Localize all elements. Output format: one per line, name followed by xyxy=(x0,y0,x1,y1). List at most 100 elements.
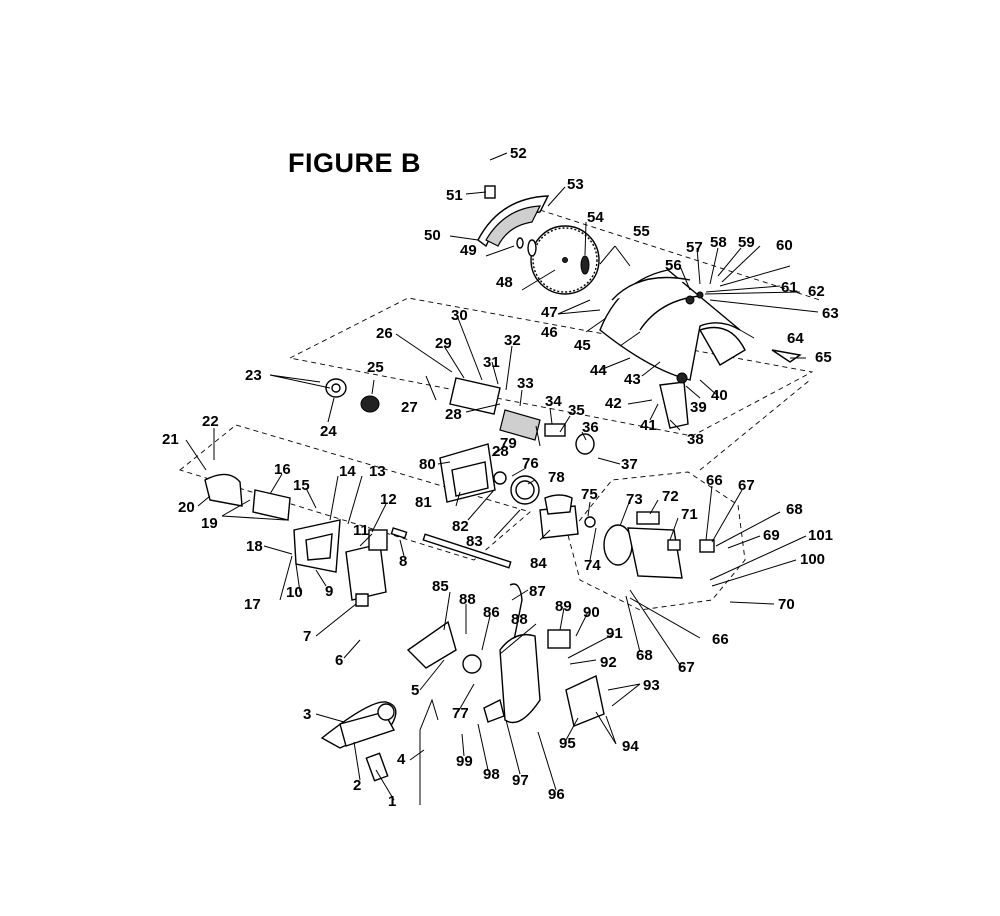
callout-66: 66 xyxy=(706,472,723,489)
callout-25: 25 xyxy=(367,359,384,376)
callout-60: 60 xyxy=(776,237,793,254)
callout-76: 76 xyxy=(522,455,539,472)
callout-54: 54 xyxy=(587,209,604,226)
callout-13: 13 xyxy=(369,463,386,480)
callout-50: 50 xyxy=(424,227,441,244)
callout-97: 97 xyxy=(512,772,529,789)
callout-48: 48 xyxy=(496,274,513,291)
callout-90: 90 xyxy=(583,604,600,621)
callout-64: 64 xyxy=(787,330,804,347)
callout-31: 31 xyxy=(483,354,500,371)
callout-20: 20 xyxy=(178,499,195,516)
callout-43: 43 xyxy=(624,371,641,388)
callout-2: 2 xyxy=(353,777,361,794)
callout-94: 94 xyxy=(622,738,639,755)
saw-blade xyxy=(530,225,600,295)
callout-98: 98 xyxy=(483,766,500,783)
figure-title: FIGURE B xyxy=(288,148,422,178)
callout-46: 46 xyxy=(541,324,558,341)
callout-70: 70 xyxy=(778,596,795,613)
callout-5: 5 xyxy=(411,682,419,699)
callout-83: 83 xyxy=(466,533,483,550)
callout-99: 99 xyxy=(456,753,473,770)
upper-blade-guard xyxy=(477,185,550,248)
callout-labels: 1234567891011121314151617181920212223242… xyxy=(162,145,839,810)
callout-62: 62 xyxy=(808,283,825,300)
callout-68: 68 xyxy=(636,647,653,664)
callout-22: 22 xyxy=(202,413,219,430)
callout-9: 9 xyxy=(325,583,333,600)
callout-84: 84 xyxy=(530,555,547,572)
callout-55: 55 xyxy=(633,223,650,240)
callout-28: 28 xyxy=(445,406,462,423)
callout-100: 100 xyxy=(800,551,825,568)
callout-88: 88 xyxy=(511,611,528,628)
callout-57: 57 xyxy=(686,239,703,256)
callout-11: 11 xyxy=(353,522,369,539)
callout-4: 4 xyxy=(397,751,406,768)
callout-23: 23 xyxy=(245,367,262,384)
callout-39: 39 xyxy=(690,399,707,416)
spindle-assembly xyxy=(325,377,595,455)
callout-79: 79 xyxy=(500,435,517,452)
callout-80: 80 xyxy=(419,456,436,473)
callout-29: 29 xyxy=(435,335,452,352)
callout-27: 27 xyxy=(401,399,418,416)
callout-93: 93 xyxy=(643,677,660,694)
callout-66: 66 xyxy=(712,631,729,648)
callout-63: 63 xyxy=(822,305,839,322)
callout-78: 78 xyxy=(548,469,565,486)
callout-36: 36 xyxy=(582,419,599,436)
callout-89: 89 xyxy=(555,598,572,615)
lower-guard-frame xyxy=(599,269,802,429)
callout-16: 16 xyxy=(274,461,291,478)
callout-95: 95 xyxy=(559,735,576,752)
callout-42: 42 xyxy=(605,395,622,412)
callout-77: 77 xyxy=(452,705,469,722)
blade-flanges xyxy=(516,237,590,275)
callout-33: 33 xyxy=(517,375,534,392)
base-plate xyxy=(462,629,605,727)
leader-lines xyxy=(185,152,819,801)
callout-101: 101 xyxy=(808,527,833,544)
callout-28: 28 xyxy=(492,443,509,460)
callout-75: 75 xyxy=(581,486,598,503)
callout-21: 21 xyxy=(162,431,179,448)
callout-86: 86 xyxy=(483,604,500,621)
callout-49: 49 xyxy=(460,242,477,259)
callout-87: 87 xyxy=(529,583,546,600)
callout-18: 18 xyxy=(246,538,263,555)
callout-96: 96 xyxy=(548,786,565,803)
callout-32: 32 xyxy=(504,332,521,349)
assembly-boundaries xyxy=(179,209,821,611)
callout-41: 41 xyxy=(640,417,657,434)
callout-40: 40 xyxy=(711,387,728,404)
callout-81: 81 xyxy=(415,494,432,511)
callout-58: 58 xyxy=(710,234,727,251)
callout-53: 53 xyxy=(567,176,584,193)
callout-19: 19 xyxy=(201,515,218,532)
callout-51: 51 xyxy=(446,187,463,204)
callout-82: 82 xyxy=(452,518,469,535)
motor-end-cap xyxy=(204,473,512,607)
callout-52: 52 xyxy=(510,145,527,162)
callout-26: 26 xyxy=(376,325,393,342)
callout-68: 68 xyxy=(786,501,803,518)
callout-92: 92 xyxy=(600,654,617,671)
callout-47: 47 xyxy=(541,304,558,321)
callout-65: 65 xyxy=(815,349,832,366)
callout-3: 3 xyxy=(303,706,311,723)
callout-34: 34 xyxy=(545,393,562,410)
bevel-lever xyxy=(406,583,523,805)
callout-1: 1 xyxy=(388,793,396,810)
callout-8: 8 xyxy=(399,553,407,570)
callout-44: 44 xyxy=(590,362,607,379)
callout-69: 69 xyxy=(763,527,780,544)
callout-61: 61 xyxy=(781,279,798,296)
callout-10: 10 xyxy=(286,584,303,601)
callout-30: 30 xyxy=(451,307,468,324)
callout-6: 6 xyxy=(335,652,343,669)
callout-24: 24 xyxy=(320,423,337,440)
callout-88: 88 xyxy=(459,591,476,608)
